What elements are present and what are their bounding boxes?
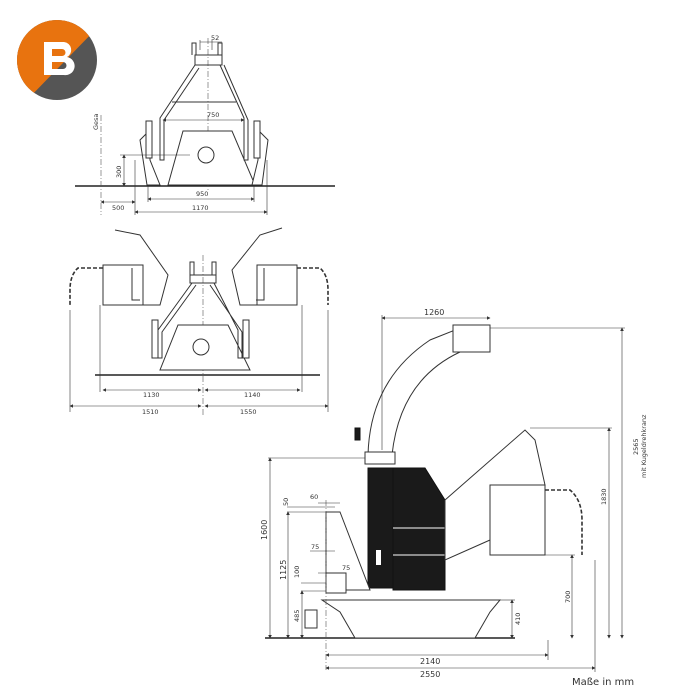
dim-485: 485 — [293, 610, 301, 622]
boundary-label: Gesa — [92, 114, 100, 130]
dim-500: 500 — [112, 204, 124, 212]
side-view: 1260 1600 1125 50 60 75 75 100 485 410 7… — [260, 308, 648, 679]
dim-2550: 2550 — [420, 670, 440, 679]
dim-1140: 1140 — [244, 391, 261, 399]
dim-2565: 2565 — [632, 438, 640, 455]
dim-1830: 1830 — [600, 488, 608, 505]
dim-100: 100 — [293, 566, 301, 578]
dim-1125: 1125 — [279, 560, 288, 580]
dim-1130: 1130 — [143, 391, 160, 399]
front-view-folded: 52 750 300 Gesa 950 500 1170 — [75, 34, 335, 215]
dim-50: 50 — [282, 498, 290, 506]
front-view-unfolded: 1130 1140 1510 1550 — [69, 227, 329, 416]
dim-700: 700 — [564, 591, 572, 603]
dim-60: 60 — [310, 493, 318, 501]
dim-410: 410 — [514, 613, 522, 625]
brand-logo — [17, 20, 97, 100]
units-label: Maße in mm — [572, 677, 635, 688]
dim-1260: 1260 — [424, 308, 444, 317]
dim-2140: 2140 — [420, 657, 440, 666]
dim-75b: 75 — [342, 564, 350, 572]
dim-1600: 1600 — [260, 520, 269, 540]
dim-950: 950 — [196, 190, 208, 198]
dim-1510: 1510 — [142, 408, 159, 416]
dim-750: 750 — [207, 111, 219, 119]
dim-2565-note: mit Kugeldrehkranz — [640, 414, 648, 478]
dim-75a: 75 — [311, 543, 319, 551]
dim-1170: 1170 — [192, 204, 209, 212]
dim-300: 300 — [115, 166, 123, 178]
dim-1550: 1550 — [240, 408, 257, 416]
dim-52: 52 — [211, 34, 219, 42]
